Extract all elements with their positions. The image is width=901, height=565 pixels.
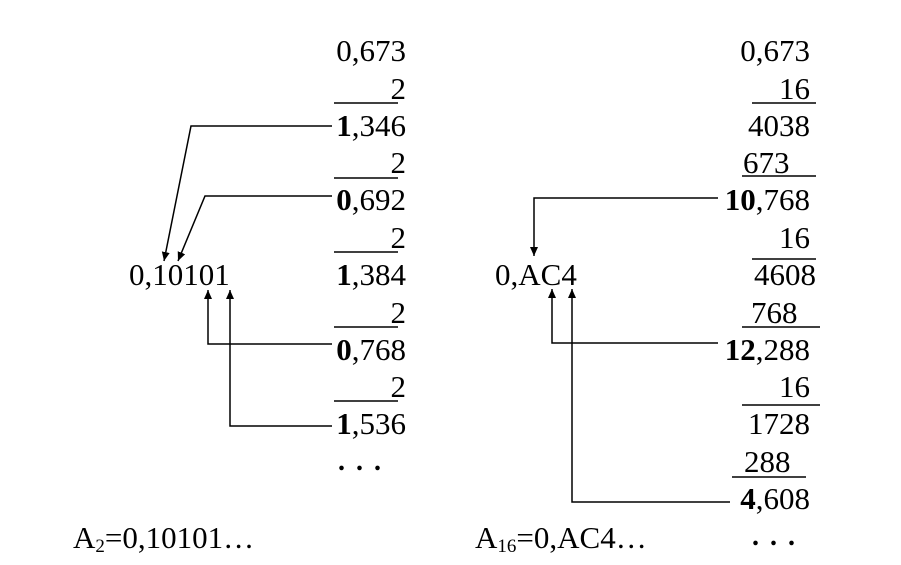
binary-digit-1: 1 (336, 108, 352, 143)
hex-multiplier: 16 (779, 220, 810, 255)
binary-digit-4: 0 (336, 332, 352, 367)
hex-partial-product: 288 (744, 444, 791, 479)
binary-product-2: 0,692 (336, 182, 406, 217)
hex-arrow-1 (530, 197, 718, 256)
hex-digit-1: 10 (724, 182, 756, 217)
binary-ellipsis: . . . (338, 446, 383, 477)
hex-partial-product: 673 (743, 145, 790, 180)
binary-multiplier: 2 (390, 295, 407, 330)
binary-result: 0,10101 (129, 257, 230, 292)
binary-product-5: 1,536 (336, 406, 406, 441)
binary-arrow-1 (161, 125, 332, 262)
hex-digit-3: 4 (740, 481, 756, 516)
hex-arrow-3 (568, 289, 730, 503)
hex-partial-product: 4608 (754, 257, 816, 292)
binary-digit-5: 1 (336, 406, 352, 441)
binary-product-4: 0,768 (336, 332, 406, 367)
hex-product-2: 12,288 (724, 332, 810, 367)
hex-ellipsis: . . . (752, 521, 797, 552)
hex-multiplier: 16 (779, 71, 810, 106)
hex-digit-2: 12 (724, 332, 756, 367)
binary-arrow-2 (177, 195, 332, 262)
hex-formula: A16=0,AC4… (475, 520, 647, 557)
hex-multiplier: 16 (779, 369, 810, 404)
binary-digit-3: 1 (336, 257, 352, 292)
binary-start-value: 0,673 (336, 33, 406, 68)
binary-arrow-4 (226, 290, 332, 427)
hex-partial-product: 1728 (748, 406, 810, 441)
hex-product-1: 10,768 (724, 182, 810, 217)
binary-formula: A2=0,10101… (73, 520, 255, 557)
binary-arrow-3 (204, 290, 332, 345)
hex-partial-product: 768 (751, 295, 798, 330)
hex-arrow-2 (548, 289, 718, 344)
hex-product-3: 4,608 (740, 481, 810, 516)
hex-partial-product: 4038 (748, 108, 810, 143)
binary-multiplier: 2 (390, 369, 407, 404)
binary-product-1: 1,346 (336, 108, 406, 143)
binary-multiplier: 2 (390, 220, 407, 255)
hex-result: 0,AC4 (495, 257, 577, 292)
binary-digit-2: 0 (336, 182, 352, 217)
hex-start-value: 0,673 (740, 33, 810, 68)
binary-product-3: 1,384 (336, 257, 406, 292)
binary-multiplier: 2 (390, 71, 407, 106)
binary-multiplier: 2 (390, 145, 407, 180)
